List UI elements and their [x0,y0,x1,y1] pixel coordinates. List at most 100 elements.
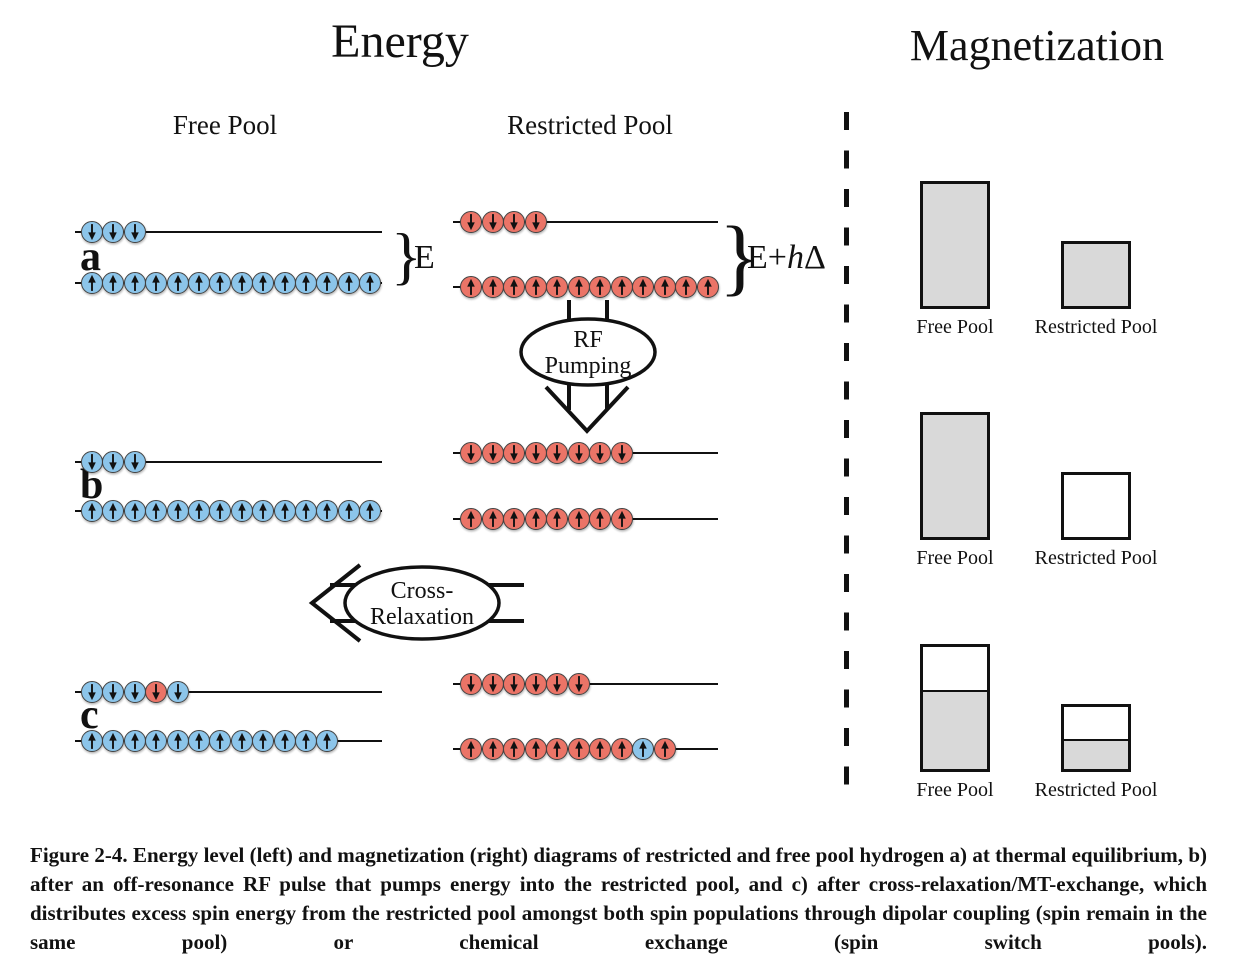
spin-blue-up-icon [145,500,168,522]
spin-blue-up-icon [209,730,232,752]
spin-red-down-icon [481,211,504,233]
spin-blue-up-icon [102,272,125,294]
spin-red-down-icon [589,442,611,464]
spin-red-up-icon [567,508,590,530]
spin-blue-up-icon [102,500,125,522]
spin-blue-down-icon [102,221,125,243]
spin-blue-up-icon [316,500,339,522]
spin-red-down-icon [610,442,633,464]
spin-red-up-icon [546,276,568,298]
spin-red-down-icon [503,442,525,464]
spin-red-up-icon [524,508,547,530]
spin-red-up-icon [481,738,504,760]
magnetization-bar-free-b [920,412,990,540]
spin-red-up-icon [460,738,482,760]
spin-red-up-icon [567,276,590,298]
spin-blue-up-icon [145,730,168,752]
planck-constant-h: h [786,239,804,276]
spin-blue-up-icon [123,272,146,294]
spin-red-up-icon [610,276,633,298]
magnetization-bar-restricted-a [1061,241,1131,309]
energy-brace-free-icon: } [391,220,422,291]
spin-red-up-icon [503,738,525,760]
spin-red-down-icon [145,681,168,703]
spin-red-up-icon [589,276,611,298]
spin-blue-down-icon [123,451,146,473]
spin-blue-up-icon [316,272,339,294]
spin-red-up-icon [481,276,504,298]
spin-red-down-icon [460,211,482,233]
magnetization-bar-free-c [920,644,990,772]
spin-red-up-icon [503,508,525,530]
spin-red-up-icon [503,276,525,298]
spin-red-up-icon [460,276,482,298]
free-pool-upper-energy-level-line-a [75,230,382,234]
spin-blue-up-icon [209,500,232,522]
spin-blue-up-icon [81,730,103,752]
rf-pumping-bubble [519,317,657,387]
magnetization-bar-label-restricted-a: Restricted Pool [1034,316,1158,338]
spin-red-up-icon [653,276,676,298]
spin-red-up-icon [524,738,547,760]
spin-blue-up-icon [632,738,654,760]
restricted-pool-header: Restricted Pool [507,110,673,140]
spin-blue-up-icon [81,272,103,294]
spin-red-down-icon [481,442,504,464]
spin-blue-up-icon [166,730,189,752]
spin-blue-down-icon [81,451,103,473]
row-label-b: b [80,462,104,508]
magnetization-bar-restricted-b [1061,472,1131,540]
cross-relaxation-label-line1: Cross- [390,578,454,604]
spin-blue-up-icon [188,730,210,752]
spin-blue-up-icon [166,500,189,522]
cross-relaxation-label: Cross- Relaxation [347,578,497,630]
spin-blue-up-icon [316,730,339,752]
magnetization-bar-restricted-c [1061,704,1131,772]
magnetization-bar-label-free-b: Free Pool [916,547,994,569]
spin-blue-down-icon [81,221,103,243]
rf-pumping-arrow [544,300,630,434]
magnetization-fill-free-a [923,184,987,306]
spin-blue-up-icon [102,730,125,752]
spin-red-down-icon [567,442,590,464]
magnetization-bar-label-restricted-b: Restricted Pool [1034,547,1158,569]
magnetization-bar-free-a [920,181,990,309]
spin-blue-down-icon [81,681,103,703]
spin-red-down-icon [567,673,590,695]
figure-caption: Figure 2-4. Energy level (left) and magn… [30,843,1207,954]
energy-brace-restricted-icon: } [719,208,761,304]
spin-red-up-icon [481,508,504,530]
spin-red-up-icon [632,276,654,298]
rf-pumping-label-line1: RF [573,327,603,353]
spin-blue-down-icon [102,681,125,703]
spin-red-up-icon [567,738,590,760]
magnetization-fill-free-b [923,415,987,537]
spin-blue-up-icon [145,272,168,294]
spin-blue-up-icon [252,272,275,294]
magnetization-fill-free-c [923,690,987,769]
energy-gap-label-free: E [414,239,435,276]
spin-red-down-icon [503,211,525,233]
spin-red-up-icon [460,508,482,530]
spin-blue-up-icon [81,500,103,522]
spin-red-up-icon [610,508,633,530]
spin-blue-down-icon [102,451,125,473]
spin-red-up-icon [546,508,568,530]
magnetization-fill-restricted-c [1064,739,1128,769]
spin-blue-up-icon [252,730,275,752]
magnetization-title: Magnetization [909,21,1165,70]
free-pool-upper-energy-level-line-c [75,690,382,694]
spin-red-up-icon [653,738,676,760]
free-pool-upper-energy-level-line-b [75,460,382,464]
spin-red-down-icon [546,673,568,695]
spin-blue-up-icon [252,500,275,522]
spin-blue-up-icon [295,272,317,294]
spin-blue-up-icon [230,500,253,522]
spin-red-up-icon [675,276,697,298]
free-pool-header: Free Pool [172,110,278,140]
spin-red-up-icon [589,738,611,760]
spin-red-down-icon [481,673,504,695]
